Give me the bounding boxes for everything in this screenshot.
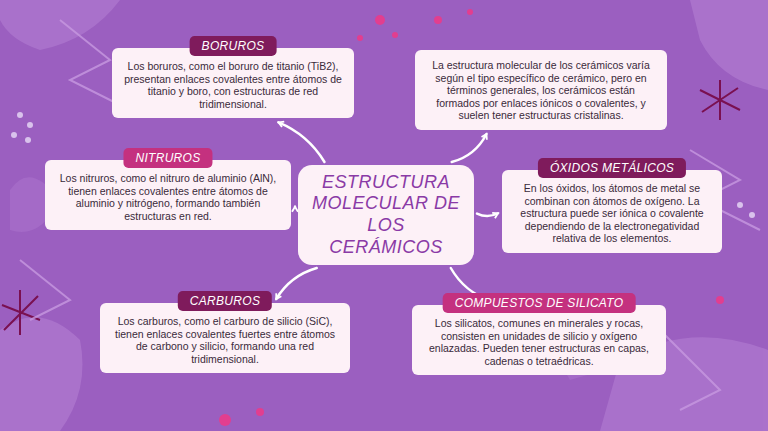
box-text: La estructura molecular de los cerámicos… (427, 59, 655, 122)
scribble (20, 20, 760, 410)
box-text: Los boruros, como el boruro de titanio (… (124, 60, 342, 110)
curved-arrow (276, 268, 317, 299)
box-heading: NITRUROS (123, 148, 212, 168)
curved-arrow (452, 134, 487, 162)
info-box: BORUROSLos boruros, como el boruro de ti… (112, 48, 354, 118)
box-text: Los carburos, como el carburo de silicio… (112, 315, 338, 365)
curved-arrow (477, 213, 498, 216)
central-topic: ESTRUCTURA MOLECULAR DE LOS CERÁMICOS (298, 165, 474, 265)
info-box: CARBUROSLos carburos, como el carburo de… (100, 303, 350, 373)
info-box: COMPUESTOS DE SILICATOLos silicatos, com… (412, 305, 666, 375)
info-box: La estructura molecular de los cerámicos… (415, 50, 667, 130)
box-text: Los nitruros, como el nitruro de alumini… (57, 172, 279, 222)
info-box: ÓXIDOS METÁLICOSEn los óxidos, los átomo… (502, 170, 722, 253)
curved-arrow (278, 122, 324, 162)
central-title: ESTRUCTURA MOLECULAR DE LOS CERÁMICOS (308, 172, 464, 258)
box-heading: ÓXIDOS METÁLICOS (538, 158, 686, 178)
box-heading: CARBUROS (178, 291, 272, 311)
box-heading: COMPUESTOS DE SILICATO (443, 293, 636, 313)
box-text: En los óxidos, los átomos de metal se co… (514, 182, 710, 245)
box-text: Los silicatos, comunes en minerales y ro… (424, 317, 654, 367)
info-box: NITRUROSLos nitruros, como el nitruro de… (45, 160, 291, 230)
box-heading: BORUROS (190, 36, 277, 56)
